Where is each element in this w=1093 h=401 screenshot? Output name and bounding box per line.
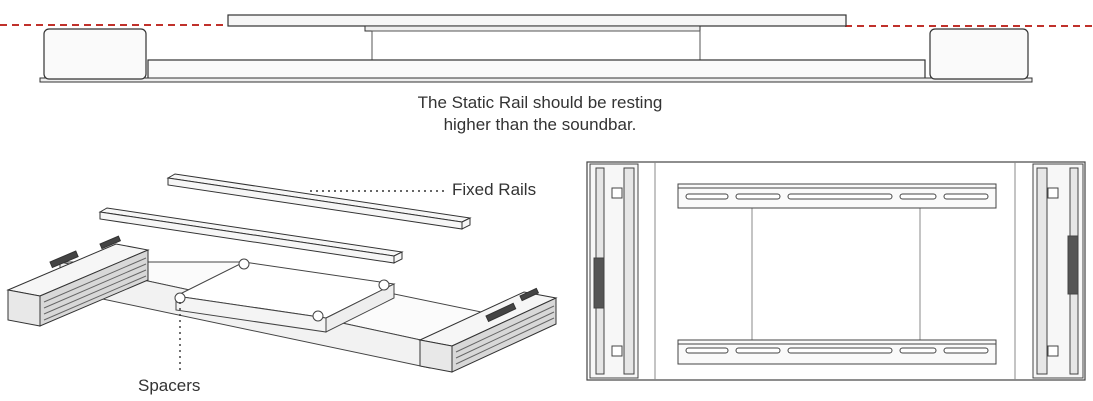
raised-plate	[174, 258, 396, 333]
fixed-rails-label: Fixed Rails	[452, 180, 537, 199]
spacer-2	[238, 258, 250, 270]
isometric-exploded-diagram	[6, 173, 558, 373]
fixed-rail-2	[98, 207, 404, 264]
plan-rail-top	[677, 183, 997, 209]
end-block-left	[43, 28, 147, 80]
caption-line-2: higher than the soundbar.	[443, 115, 637, 134]
spacers-label: Spacers	[138, 376, 201, 395]
end-block-right	[929, 28, 1029, 80]
plan-end-right	[1032, 163, 1084, 379]
spacer-4	[312, 310, 324, 322]
caption-line-1: The Static Rail should be resting	[417, 93, 663, 112]
bottom-plate	[39, 77, 1033, 83]
spacer-3	[378, 279, 390, 291]
caption: The Static Rail should be resting higher…	[330, 92, 750, 136]
iso-end-block-right	[418, 287, 558, 373]
iso-end-block-left	[6, 235, 150, 327]
plan-end-left	[589, 163, 639, 379]
side-elevation-diagram	[0, 14, 1093, 83]
fixed-rail-1	[166, 173, 472, 230]
center-bracket	[371, 30, 701, 62]
plan-rail-bottom	[677, 339, 997, 365]
